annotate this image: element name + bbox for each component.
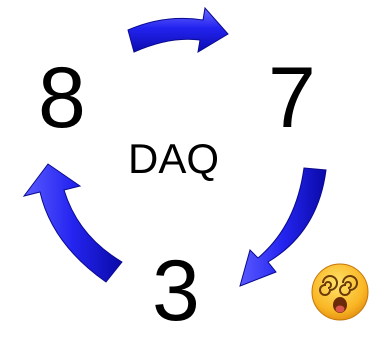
arrow-7-to-3 xyxy=(239,167,327,287)
number-top-left: 8 xyxy=(38,50,86,146)
number-top-right: 7 xyxy=(268,50,316,146)
arrow-8-to-7 xyxy=(127,6,229,53)
dizzy-face-emoji-icon xyxy=(311,263,369,321)
cycle-diagram: 8 7 3 DAQ xyxy=(22,6,369,339)
number-bottom: 3 xyxy=(152,243,200,339)
arrow-3-to-8 xyxy=(22,163,123,283)
center-label: DAQ xyxy=(128,135,220,182)
cycle-arrows xyxy=(22,6,327,287)
